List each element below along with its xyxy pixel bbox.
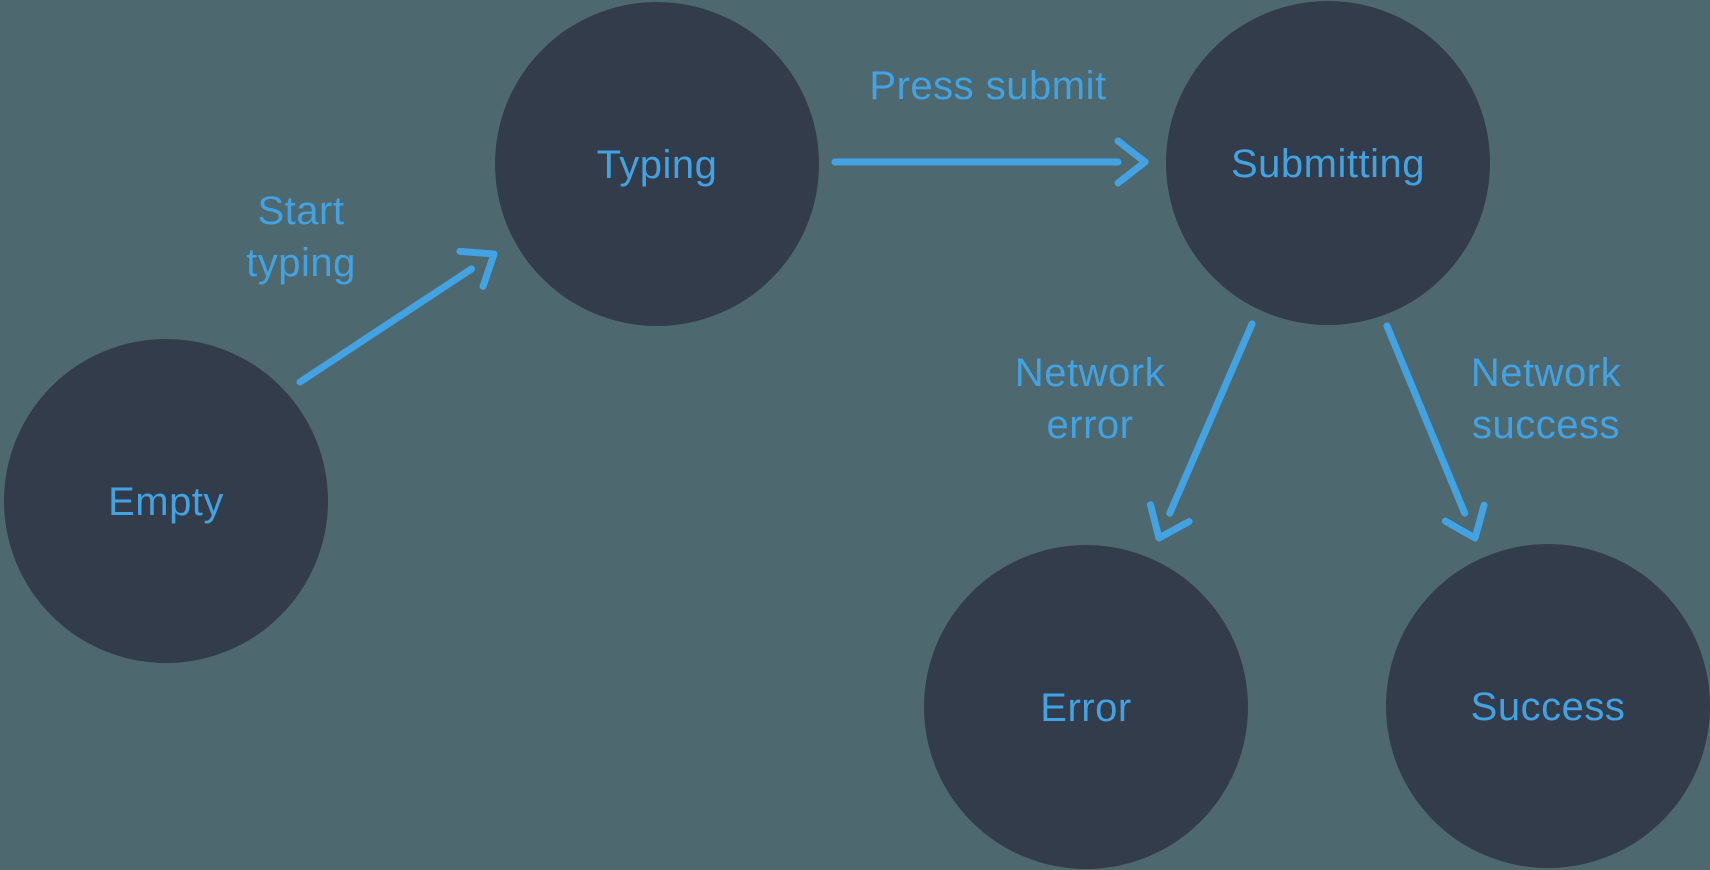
node-submitting: Submitting — [1166, 1, 1490, 325]
arrowhead-icon — [1441, 501, 1488, 542]
edge-empty-typing-label-line-2: typing — [246, 241, 356, 285]
node-submitting-circle — [1166, 1, 1490, 325]
arrowhead-icon — [456, 247, 498, 290]
node-error-label: Error — [1040, 686, 1131, 730]
edge-typing-submitting: Press submit — [831, 64, 1149, 187]
edge-submitting-success-label-line-1: Network — [1471, 351, 1622, 395]
edge-submitting-success-line — [1383, 322, 1469, 517]
node-typing: Typing — [495, 2, 819, 326]
node-empty: Empty — [4, 339, 328, 663]
edge-submitting-error-label-line-2: error — [1047, 403, 1134, 447]
node-typing-label: Typing — [597, 143, 718, 187]
node-error: Error — [924, 545, 1248, 869]
node-success-circle — [1386, 544, 1710, 868]
node-submitting-label: Submitting — [1231, 142, 1425, 186]
node-success: Success — [1386, 544, 1710, 868]
node-empty-label: Empty — [108, 480, 224, 524]
edge-submitting-error: Network error — [1015, 320, 1256, 542]
node-error-circle — [924, 545, 1248, 869]
edge-empty-typing-line — [296, 265, 475, 386]
node-empty-circle — [4, 339, 328, 663]
edge-empty-typing: Start typing — [246, 189, 498, 386]
edge-submitting-error-label-line-1: Network — [1015, 351, 1166, 395]
edge-typing-submitting-label: Press submit — [869, 64, 1106, 108]
node-success-label: Success — [1471, 685, 1626, 729]
edge-empty-typing-label-line-1: Start — [258, 189, 345, 233]
edge-submitting-success: Network success — [1383, 322, 1622, 542]
edge-submitting-error-line — [1166, 320, 1256, 517]
edge-submitting-success-label-line-2: success — [1472, 403, 1620, 447]
node-typing-circle — [495, 2, 819, 326]
arrowhead-icon — [1147, 501, 1193, 542]
arrowhead-icon — [1114, 137, 1149, 187]
